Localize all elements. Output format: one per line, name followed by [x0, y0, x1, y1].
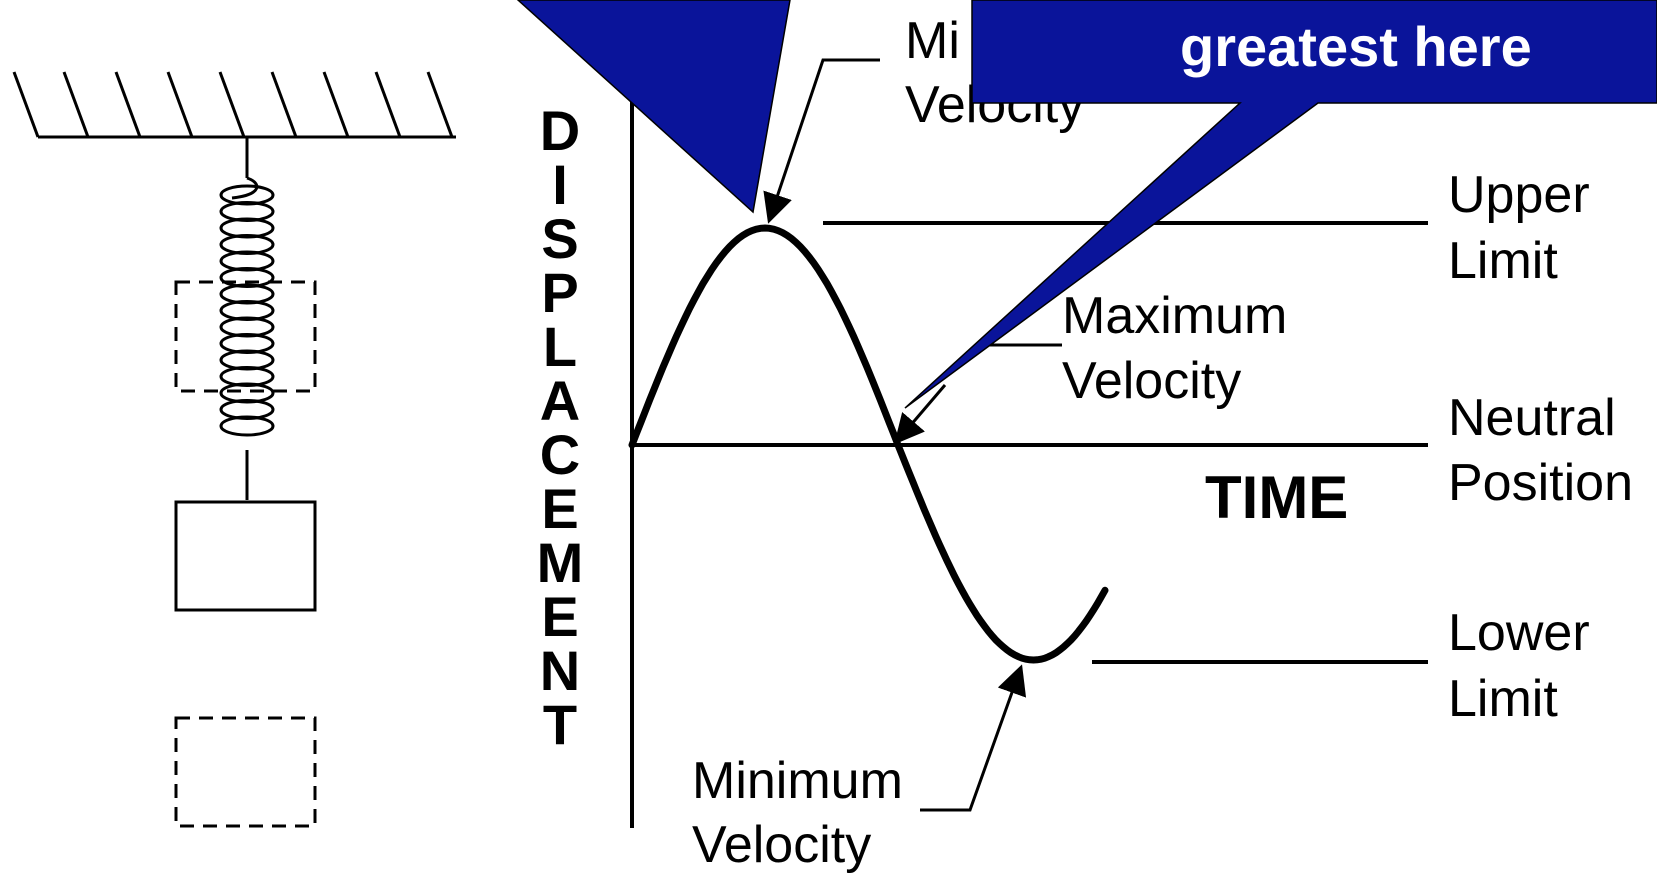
x-axis-label: TIME	[1205, 464, 1348, 531]
lower-limit-label-line1: Lower	[1448, 604, 1590, 662]
displacement-wave	[628, 224, 1109, 664]
y-axis-label-letter: S	[541, 207, 578, 270]
max-velocity-label-line1: Maximum	[1062, 287, 1287, 345]
spring-coil	[219, 415, 275, 437]
bottom-min-velocity-label-line2: Velocity	[692, 816, 871, 874]
y-axis-label-letter: P	[541, 261, 578, 324]
bottom-min-velocity-arrow	[920, 664, 1027, 812]
top-min-velocity-arrow	[763, 58, 880, 224]
neutral-position-label-line2: Position	[1448, 454, 1633, 512]
y-axis-label-letter: C	[540, 423, 580, 486]
y-axis-label-letter: I	[552, 153, 568, 216]
neutral-position-label-line1: Neutral	[1448, 389, 1616, 447]
y-axis-label-letter: N	[540, 639, 580, 702]
top-min-velocity-label-line1: Mi	[905, 12, 960, 70]
upper-limit-label-line2: Limit	[1448, 232, 1558, 290]
upper-limit-label-line1: Upper	[1448, 166, 1590, 224]
y-axis-label-letter: T	[543, 693, 577, 756]
bottom-min-velocity-label-line1: Minimum	[692, 752, 903, 810]
left-callout-bubble	[516, 0, 791, 214]
spring-icon	[219, 137, 275, 500]
lower-limit-label-line2: Limit	[1448, 670, 1558, 728]
ceiling-hatch-icon	[12, 71, 456, 139]
y-axis-label-letter: E	[541, 585, 578, 648]
y-axis-label-letter: E	[541, 477, 578, 540]
max-velocity-label-line2: Velocity	[1062, 352, 1241, 410]
y-axis-label-letter: M	[537, 531, 584, 594]
max-velocity-arrow	[894, 384, 947, 445]
mass-block	[174, 500, 317, 612]
lower-position-outline	[174, 716, 317, 828]
y-axis-label-letter: A	[540, 369, 580, 432]
right-callout-text: greatest here	[1180, 15, 1532, 78]
equilibrium-position-outline	[174, 280, 317, 393]
right-callout-bubble	[904, 0, 1657, 409]
y-axis-label-letter: L	[543, 315, 577, 378]
y-axis-label-letter: D	[540, 99, 580, 162]
